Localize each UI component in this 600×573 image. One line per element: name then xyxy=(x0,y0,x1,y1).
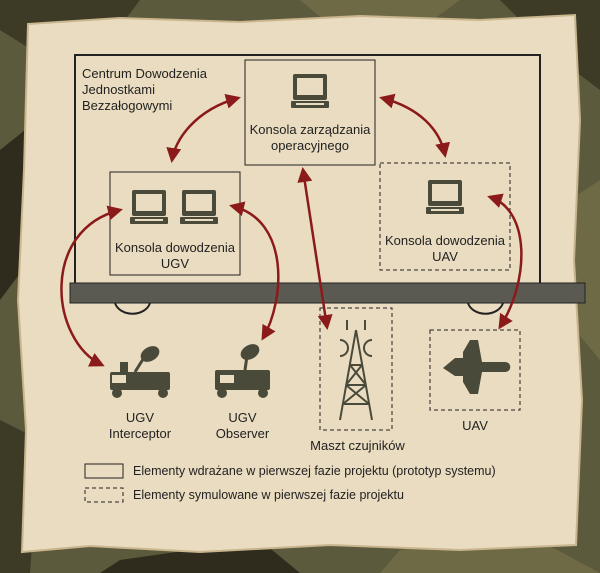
ugv-observer-label: UGV Observer xyxy=(200,410,285,442)
operational-computer-icon xyxy=(291,74,329,108)
legend-dashed-swatch xyxy=(84,487,124,503)
ugv-computer-icon-2 xyxy=(180,190,218,224)
ugv-interceptor-label-line2: Interceptor xyxy=(108,426,172,441)
ugv-observer-icon xyxy=(215,344,270,398)
command-center-title-line1: Centrum Dowodzenia xyxy=(82,66,208,81)
sensor-mast-box xyxy=(319,307,393,431)
uav-computer-icon xyxy=(426,180,464,214)
arrow-uav-console-uav xyxy=(487,193,523,330)
legend-dashed-label: Elementy symulowane w pierwszej fazie pr… xyxy=(133,488,404,502)
ugv-interceptor-label-line1: UGV xyxy=(125,410,155,425)
legend-solid-label: Elementy wdrażane w pierwszej fazie proj… xyxy=(133,464,496,478)
legend-solid-swatch xyxy=(84,463,124,479)
left-wheel xyxy=(114,302,151,315)
connection-arrows xyxy=(60,93,523,367)
arrow-ugv-console-interceptor xyxy=(60,205,123,367)
uav-console-label: Konsola dowodzenia UAV xyxy=(380,233,510,265)
arrow-ops-ugv-console xyxy=(166,94,241,163)
uav-console-label-line2: UAV xyxy=(432,249,458,264)
airplane-icon xyxy=(443,340,511,394)
ugv-observer-label-line2: Observer xyxy=(215,426,270,441)
operational-console-label: Konsola zarządzania operacyjnego xyxy=(245,122,375,154)
command-center-title-line2: Jednostkami xyxy=(82,82,155,97)
ugv-console-label: Konsola dowodzenia UGV xyxy=(110,240,240,272)
uav-console-label-line1: Konsola dowodzenia xyxy=(385,233,505,248)
arrow-ops-uav-console xyxy=(379,93,450,158)
vehicle-base-platform xyxy=(69,282,586,304)
ugv-console-label-line2: UGV xyxy=(160,256,190,271)
ugv-interceptor-icon xyxy=(110,346,170,398)
arrow-ugv-console-observer xyxy=(229,201,280,341)
ugv-interceptor-label: UGV Interceptor xyxy=(95,410,185,442)
operational-console-box xyxy=(244,59,376,166)
ugv-observer-label-line1: UGV xyxy=(228,410,257,425)
operational-console-label-line1: Konsola zarządzania xyxy=(249,122,371,137)
command-center-title-line3: Bezzałogowymi xyxy=(82,98,173,113)
ugv-computer-icon-1 xyxy=(130,190,168,224)
right-wheel xyxy=(467,302,504,315)
uav-label: UAV xyxy=(462,418,488,433)
uav-box xyxy=(429,329,521,411)
operational-console-label-line2: operacyjnego xyxy=(270,138,350,153)
command-center-title: Centrum Dowodzenia Jednostkami Bezzałogo… xyxy=(82,66,207,114)
ugv-console-label-line1: Konsola dowodzenia xyxy=(115,240,235,255)
arrow-ops-sensor-mast xyxy=(297,167,333,330)
sensor-mast-label: Maszt czujników xyxy=(310,438,405,453)
sensor-mast-icon xyxy=(339,320,373,421)
